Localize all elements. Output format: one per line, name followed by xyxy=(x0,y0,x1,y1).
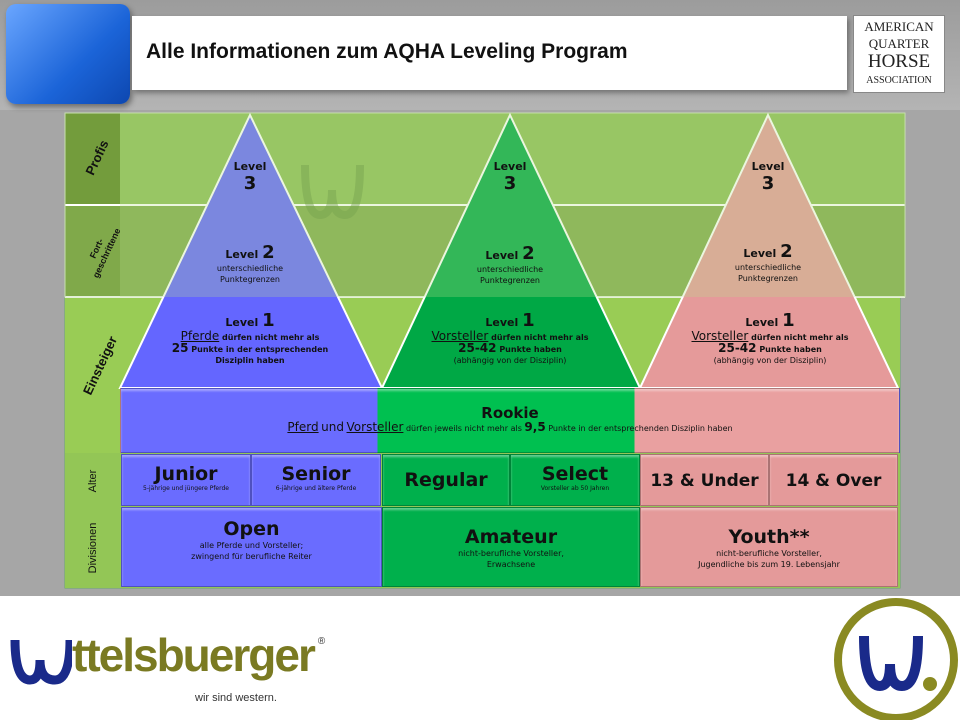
age-regular: Regular xyxy=(382,454,510,506)
level1-amateur: Level 1 Vorsteller dürfen nicht mehr als… xyxy=(431,310,589,365)
round-logo xyxy=(834,598,958,720)
division-youth: Youth**nicht-berufliche Vorsteller,Jugen… xyxy=(640,507,898,587)
age-14-over: 14 & Over xyxy=(769,454,898,506)
level1-youth: Level 1 Vorsteller dürfen nicht mehr als… xyxy=(691,310,849,365)
row-label-divisionen: Divisionen xyxy=(87,522,99,574)
page-title: Alle Informationen zum AQHA Leveling Pro… xyxy=(146,40,628,63)
footer-brand-group: ttelsbuerger ® xyxy=(72,628,325,682)
title-bar xyxy=(132,16,847,90)
rookie-band xyxy=(120,388,900,453)
row-profis-bg xyxy=(65,113,120,205)
registered-mark: ® xyxy=(317,636,326,647)
footer xyxy=(0,596,960,720)
footer-brand: ttelsbuerger xyxy=(72,629,316,681)
footer-slogan: wir sind western. xyxy=(195,692,277,704)
level1-open: Level 1 Pferde dürfen nicht mehr als 25 … xyxy=(171,310,329,365)
cube-logo xyxy=(6,4,130,104)
rookie-text: Rookie Pferd und Vorsteller dürfen jewei… xyxy=(287,404,733,434)
age-13-under: 13 & Under xyxy=(640,454,769,506)
watermark-logo-icon xyxy=(301,164,364,220)
wittelsbuerger-w-icon xyxy=(10,639,72,685)
row-label-alter: Alter xyxy=(87,469,99,493)
